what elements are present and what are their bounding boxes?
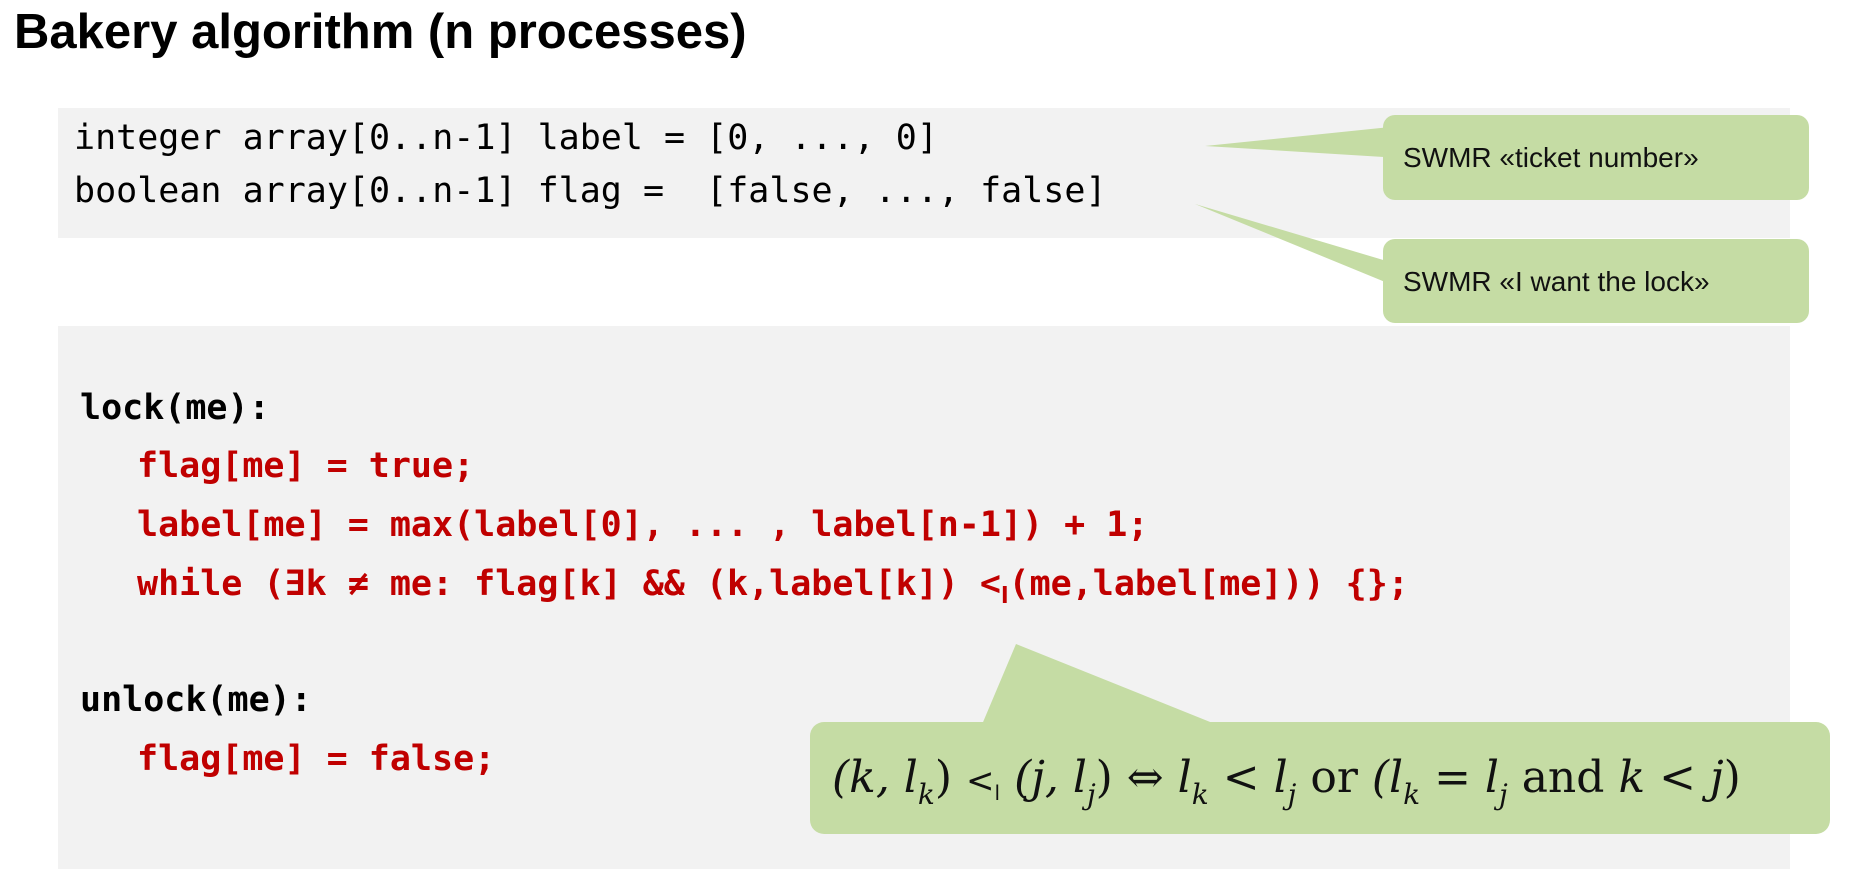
- while-condition-start: while (∃k ≠ me: flag[k] && (k,label[k]) …: [137, 564, 1001, 604]
- slide-title: Bakery algorithm (n processes): [14, 5, 747, 59]
- flag-callout-text: SWMR «I want the lock»: [1403, 266, 1710, 297]
- formula-callout-box: [810, 722, 1830, 834]
- while-condition-end: (me,label[me])) {};: [1008, 564, 1409, 604]
- flag-callout-pointer: [1195, 204, 1390, 284]
- label-callout-box: [1383, 115, 1809, 200]
- lock-header: lock(me):: [80, 388, 270, 428]
- label-callout-text: SWMR «ticket number»: [1403, 142, 1699, 173]
- label-callout-pointer: [1205, 126, 1400, 158]
- lexicographic-subscript: l: [1000, 584, 1009, 609]
- lock-while-line: while (∃k ≠ me: flag[k] && (k,label[k]) …: [137, 564, 1409, 609]
- formula-callout-pointer: [978, 644, 1240, 734]
- lexicographic-order-formula: (k, lk) <l (j, lj) ⇔ lk < lj or (lk = lj…: [832, 752, 1741, 811]
- flag-array-declaration: boolean array[0..n-1] flag = [false, ...…: [74, 171, 1107, 211]
- flag-callout-box: [1383, 239, 1809, 323]
- lock-set-flag-line: flag[me] = true;: [137, 446, 475, 486]
- lock-set-label-line: label[me] = max(label[0], ... , label[n-…: [137, 505, 1149, 545]
- unlock-header: unlock(me):: [80, 680, 312, 720]
- label-array-declaration: integer array[0..n-1] label = [0, ..., 0…: [74, 118, 938, 158]
- unlock-reset-flag-line: flag[me] = false;: [137, 739, 496, 779]
